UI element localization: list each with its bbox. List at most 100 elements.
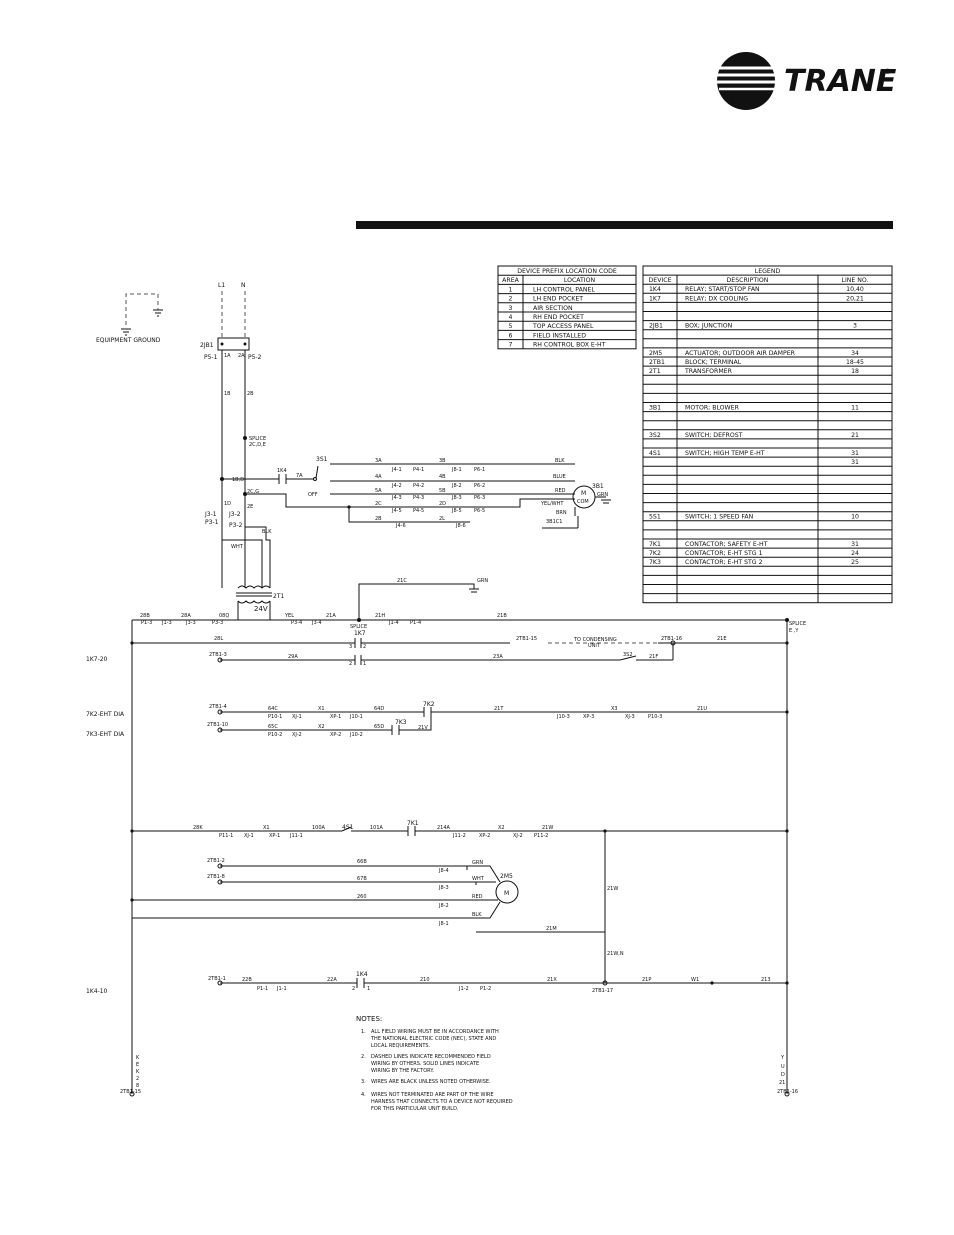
damper-blk: BLK [472, 912, 482, 918]
rung1-w21h: 21H [375, 613, 385, 619]
notes: NOTES: 1. ALL FIELD WIRING MUST BE IN AC… [356, 1015, 513, 1112]
rung3-tb3: 2TB1-3 [209, 652, 227, 658]
fan-row-2-color: BLUE [553, 474, 566, 480]
damper-2m5: 2M5 [500, 873, 513, 880]
prefix-row-area: 6 [509, 332, 513, 339]
damper-j84: J8-4 [438, 868, 449, 874]
rung7-n2: 2 [352, 986, 355, 992]
rung6-w214a: 214A [437, 825, 451, 831]
legend-row-line: 31 [851, 541, 859, 548]
legend-row-line: 10,40 [846, 286, 864, 293]
legend-row-description: RELAY; DX COOLING [685, 295, 748, 302]
legend-row-line: 10 [851, 514, 859, 521]
power-supply: L1 N 2JB1 P5-1 P5-2 1A 2A 1B 2B SPLICE 2… [200, 282, 294, 620]
wire-2cg: 2C,G [247, 489, 259, 495]
p32-label: P3-2 [229, 522, 243, 529]
rung4-j103: J10-3 [556, 714, 570, 720]
rung4-x1: X1 [318, 706, 325, 712]
rung1-j13: J1-3 [161, 620, 172, 626]
rung3-w29a: 29A [288, 654, 298, 660]
rung2-n3: 3 [349, 644, 352, 650]
fan-row-3-p2: P6-3 [474, 495, 485, 501]
rung2-n2: 2 [363, 644, 366, 650]
brand-registered-mark: ® [884, 68, 891, 76]
note-2-num: 2. [361, 1054, 366, 1060]
legend-col-description: DESCRIPTION [727, 277, 769, 284]
rung3-w21f: 21F [649, 654, 658, 660]
wire-yel: YEL [284, 613, 294, 619]
rung1-w21a: 21A [326, 613, 336, 619]
bottom-left-2: E [136, 1062, 139, 1068]
bottom-right-4: 21 [779, 1080, 785, 1086]
rung6-j111: J11-1 [289, 833, 303, 839]
note-3-num: 3. [361, 1079, 366, 1085]
t1a-label: 1A [224, 353, 231, 359]
prefix-row-location: AIR SECTION [533, 305, 573, 312]
bottom-left-1: K [136, 1055, 140, 1061]
wire-blk: BLK [262, 529, 272, 535]
fan-row-3-j: J4-3 [391, 495, 402, 501]
rung2-unit: UNIT [588, 643, 601, 649]
fan-row-2-p: P4-2 [413, 483, 424, 489]
fan-row-1: 3A J4-1 P4-1 3B J8-1 P6-1 BLK [330, 458, 575, 473]
rung4-w64c: 64C [268, 706, 278, 712]
jb-label: 2JB1 [200, 342, 214, 349]
rung1-grn: GRN [477, 578, 488, 584]
rung1-w28b: 28B [140, 613, 150, 619]
j32-label: J3-2 [228, 511, 241, 518]
rung4-xp3: XP-3 [583, 714, 594, 720]
legend-row-device: 7K2 [649, 550, 661, 557]
rung1-j33: J3-3 [185, 620, 196, 626]
motor-m: M [581, 490, 586, 497]
legend-row-description: MOTOR; BLOWER [685, 405, 740, 412]
rung6-p111: P11-1 [219, 833, 233, 839]
prefix-row-area: 4 [509, 314, 513, 321]
fan-row-2-w1: 4A [375, 474, 382, 480]
rung7-w21x: 21X [547, 977, 557, 983]
l1-label: L1 [218, 282, 225, 289]
rung5-xj2: XJ-2 [292, 732, 302, 738]
motor-com: COM [577, 499, 589, 505]
rung-1: 28B P1-3 J1-3 28A J3-3 08Q P3-3 P3-4 J3-… [132, 578, 806, 634]
legend-row-line: 31 [851, 459, 859, 466]
damper-w67b: 67B [357, 876, 367, 882]
rung6-7k1: 7K1 [407, 820, 419, 827]
rung1-ey: E ,Y [789, 628, 799, 634]
bottom-left-5: 8 [136, 1083, 139, 1089]
rung2-1k7: 1K7 [354, 630, 366, 637]
rung7-w22a: 22A [327, 977, 337, 983]
legend-row-device: 7K1 [649, 541, 661, 548]
note-2-line-2: WIRING BY OTHERS. SOLID LINES INDICATE [371, 1061, 479, 1067]
rung4-w21t: 21T [494, 706, 504, 712]
legend-row-line: 25 [851, 559, 859, 566]
prefix-row-location: LH CONTROL PANEL [533, 286, 595, 293]
rung-5: 7K3-EHT DIA 2TB1-10 65C P10-2 XJ-2 X2 XP… [86, 712, 432, 738]
rung1-p14: P1-4 [410, 620, 421, 626]
rung7-w22b: 22B [242, 977, 252, 983]
note-4-line-2: HARNESS THAT CONNECTS TO A DEVICE NOT RE… [371, 1099, 513, 1105]
rung1-w08q: 08Q [219, 613, 229, 619]
wire-7a: 7A [296, 473, 303, 479]
legend-row-device: 7K3 [649, 559, 661, 566]
fan-row-4-p2: P6-5 [474, 508, 485, 514]
rung4-tb4: 2TB1-4 [209, 704, 227, 710]
legend-col-device: DEVICE [649, 277, 672, 284]
legend-title: LEGEND [755, 268, 781, 275]
rung7-n1: 1 [367, 986, 370, 992]
prefix-row-area: 5 [509, 323, 513, 330]
fan-row-3-color: RED [555, 488, 566, 494]
rung-3: 1K7-20 2TB1-3 29A 23A 3S2 21F 2 1 [86, 652, 673, 667]
rung1-w21b: 21B [497, 613, 507, 619]
fan-row-2: 4A J4-2 P4-2 4B J8-2 P6-2 BLUE [330, 474, 575, 489]
damper-actuator: 2TB1-2 2TB1-8 66B 67B 260 J8-4 J8-3 J8-2… [130, 831, 624, 983]
note-3-line-1: WIRES ARE BLACK UNLESS NOTED OTHERWISE. [371, 1079, 491, 1085]
rung2-w21e: 21E [717, 636, 727, 642]
fan-row-4-w2: 2D [439, 501, 446, 507]
legend-row-description: ACTUATOR; OUTDOOR AIR DAMPER [685, 350, 796, 357]
equipment-ground: EQUIPMENT GROUND [96, 293, 163, 344]
rung7-j11: J1-1 [276, 986, 287, 992]
rung7-tb1: 2TB1-1 [208, 976, 226, 982]
